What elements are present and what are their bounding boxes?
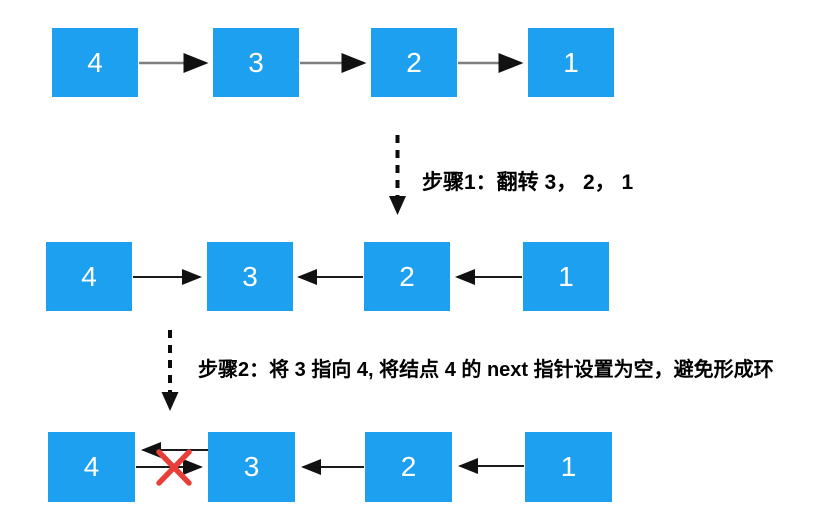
row2-node-3: 3 [207,242,293,311]
step2-dashed-arrow-icon [161,330,179,411]
row3-node-4: 4 [48,432,135,502]
row1-node-2: 2 [371,28,457,97]
row1-node-4: 4 [52,28,138,97]
row2-node-2: 2 [364,242,450,311]
row2-node-1: 1 [523,242,609,311]
row1-node-1: 1 [528,28,614,97]
row3-node-1: 1 [525,432,612,502]
row1-node-3: 3 [213,28,299,97]
row3-arrows [136,442,524,486]
row3-node-3: 3 [208,432,295,502]
row3-node-2: 2 [365,432,452,502]
step1-label: 步骤1：翻转 3， 2， 1 [422,171,634,194]
red-cross-icon [156,449,192,486]
step1-dashed-arrow-icon [389,135,406,215]
row2-node-4: 4 [46,242,132,311]
step2-label: 步骤2：将 3 指向 4, 将结点 4 的 next 指针设置为空，避免形成环 [198,359,774,381]
